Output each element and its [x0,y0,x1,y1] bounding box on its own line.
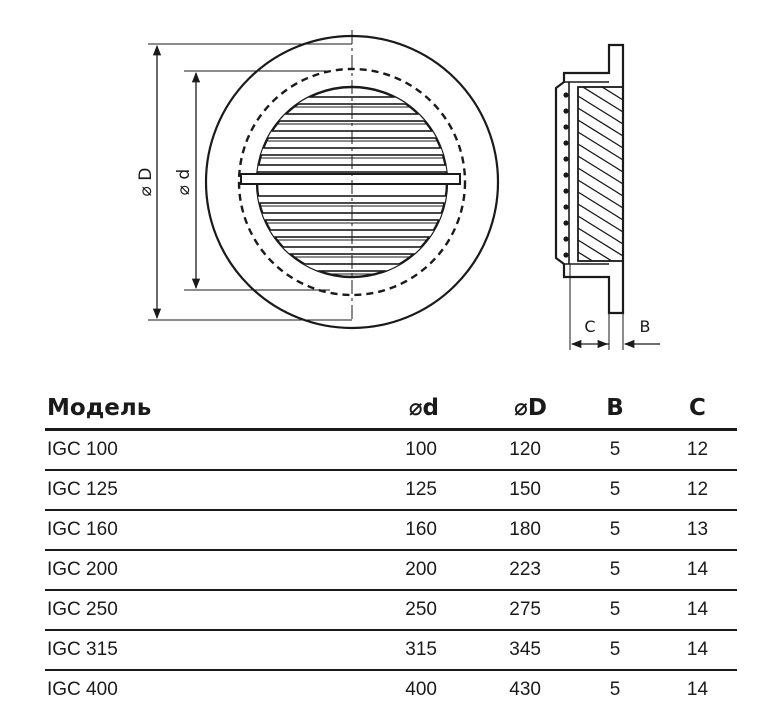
cell-inner-diameter: 315 [405,639,437,660]
hatch-line [600,87,623,101]
slat-edge-mark [563,124,569,130]
cell-inner-diameter: 400 [405,679,437,700]
inner-diameter-label: ⌀ d [174,169,194,195]
cell-c: 12 [686,479,709,500]
table-row: IGC 250 250 275 5 14 [45,591,737,631]
cell-model: IGC 400 [47,679,118,700]
cell-model: IGC 100 [47,439,118,460]
cell-inner-diameter: 250 [405,599,437,620]
hatch-line [581,87,623,113]
hatch-line [578,203,623,233]
outer-diameter-label: ⌀ D [136,168,156,197]
hatch-line [578,276,623,304]
slat-edge-mark [563,108,569,114]
cell-inner-diameter: 160 [405,519,437,540]
cell-c: 14 [686,639,709,660]
cell-outer-diameter: 180 [509,519,541,540]
hatch-line [578,288,623,316]
slat-edge-mark [563,92,569,98]
table-row: IGC 160 160 180 5 13 [45,511,737,551]
slat-edge-mark [563,204,569,210]
cell-c: 12 [686,439,709,460]
hatch-line [578,179,623,209]
hatch-line [578,119,623,149]
hatch-line [578,95,623,125]
side-hatching [578,87,623,316]
hatch-line [578,155,623,185]
header-b: B [606,395,624,421]
dimension-b-label: B [640,317,651,336]
header-outer-diameter: ⌀D [514,395,547,421]
cell-outer-diameter: 275 [509,599,541,620]
hatch-line [578,131,623,161]
slat-edge-mark [563,220,569,226]
front-view: ⌀ D ⌀ d [136,30,500,330]
slat-edge-mark [563,236,569,242]
cell-model: IGC 160 [47,519,118,540]
cell-inner-diameter: 200 [405,559,437,580]
cell-b: 5 [609,639,621,660]
table-row: IGC 100 100 120 5 12 [45,431,737,471]
slat-edge-mark [563,156,569,162]
grille-technical-drawing: ⌀ D ⌀ d C B [136,30,660,350]
cell-model: IGC 315 [47,639,118,660]
hatch-line [578,215,623,245]
cell-outer-diameter: 430 [509,679,541,700]
slat-edge-marks [563,92,569,258]
side-profile-outline [554,43,625,315]
slat-edge-mark [563,252,569,258]
cell-outer-diameter: 345 [509,639,541,660]
cell-model: IGC 250 [47,599,118,620]
hatch-line [578,251,594,261]
cell-model: IGC 125 [47,479,118,500]
slat-edge-mark [563,188,569,194]
hatch-line [578,191,623,221]
slat-edge-mark [563,140,569,146]
cell-outer-diameter: 150 [509,479,541,500]
cell-inner-diameter: 125 [405,479,437,500]
slat-edge-mark [563,172,569,178]
hatch-line [578,107,623,137]
cell-outer-diameter: 223 [509,559,541,580]
header-inner-diameter: ⌀d [408,395,439,421]
cell-b: 5 [609,479,621,500]
header-c: C [689,395,706,421]
table-row: IGC 200 200 223 5 14 [45,551,737,591]
hatch-line [578,143,623,173]
cell-inner-diameter: 100 [405,439,437,460]
table-row: IGC 400 400 430 5 14 [45,671,737,709]
table-header: Модель ⌀d ⌀D B C [45,388,737,431]
hatch-line [578,167,623,197]
hatch-line [578,227,623,257]
cell-outer-diameter: 120 [509,439,541,460]
header-model: Модель [47,395,152,421]
hatch-line [578,239,613,261]
cell-b: 5 [609,439,621,460]
table-row: IGC 315 315 345 5 14 [45,631,737,671]
table-row: IGC 125 125 150 5 12 [45,471,737,511]
dimension-c-label: C [584,317,595,336]
side-view [554,43,660,350]
cell-b: 5 [609,599,621,620]
cell-b: 5 [609,559,621,580]
cell-model: IGC 200 [47,559,118,580]
cell-c: 14 [686,599,709,620]
center-bar [240,173,461,185]
cell-b: 5 [609,519,621,540]
cell-b: 5 [609,679,621,700]
cell-c: 14 [686,559,709,580]
cell-c: 14 [686,679,709,700]
cell-c: 13 [686,519,709,540]
